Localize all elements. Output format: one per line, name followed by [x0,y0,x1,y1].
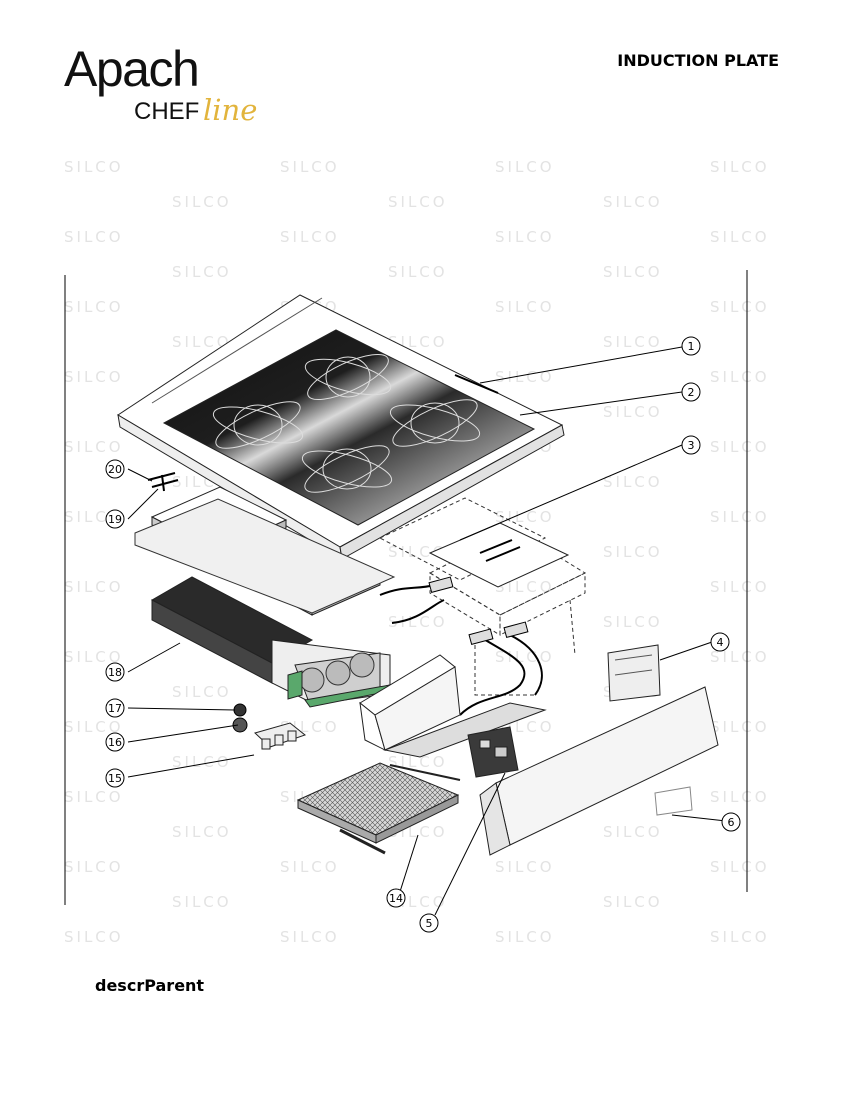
air-filter-part-14 [296,762,461,855]
side-panel-part-4 [607,644,661,702]
callout-number: 19 [108,513,122,526]
knob-part-17 [233,703,247,717]
logo-chef-text: CHEF [134,98,200,125]
callout-number: 15 [108,772,122,785]
callout-14: 14 [386,888,406,908]
page-title: INDUCTION PLATE [617,51,779,70]
callout-16: 16 [105,732,125,752]
callout-number: 20 [108,463,122,476]
callout-circle [105,732,125,752]
callout-circle [681,382,701,402]
logo-apach-text: Apach [64,41,200,97]
terminal-block-part-15 [254,722,307,750]
watermark-text: SILCO [280,228,340,246]
connector-c [503,621,529,639]
callout-circle [681,336,701,356]
callout-19: 19 [105,509,125,529]
connector-a [428,576,454,594]
callout-circle [105,509,125,529]
front-panel-part-6 [479,686,719,856]
knob-part-16 [232,717,248,733]
watermark-text: SILCO [388,193,448,211]
callout-number: 17 [108,702,122,715]
control-board-part-5 [467,726,519,778]
callout-4: 4 [710,632,730,652]
callout-number: 4 [717,636,724,649]
base-housing [150,576,391,708]
watermark-text: SILCO [172,193,232,211]
callout-lines [127,346,727,916]
callout-circle [105,698,125,718]
connector-b [468,628,494,646]
callout-circle [105,662,125,682]
handle-strip [454,374,499,394]
watermark-text: SILCO [603,193,663,211]
callout-circles: 1 2 3 4 5 6 14 15 16 17 18 19 20 [105,336,741,933]
callout-circle [681,435,701,455]
callout-number: 2 [688,386,695,399]
clip-parts-19-20 [147,472,179,492]
callout-circle [710,632,730,652]
callout-number: 5 [426,917,433,930]
watermark-text: SILCO [64,158,124,176]
watermark-text: SILCO [710,158,770,176]
watermark-text: SILCO [495,158,555,176]
glass-plate [162,329,536,526]
ghost-coil-positions [378,497,587,696]
callout-number: 14 [389,892,403,905]
electronics-support [359,654,547,758]
callout-6: 6 [721,812,741,832]
callout-5: 5 [419,913,439,933]
logo-line-text: line [203,93,258,127]
callout-circle [105,459,125,479]
callout-number: 16 [108,736,122,749]
callout-3: 3 [681,435,701,455]
coil-mounting-plate [134,498,396,614]
callout-17: 17 [105,698,125,718]
callout-number: 1 [688,340,695,353]
callout-number: 3 [688,439,695,452]
callout-1: 1 [681,336,701,356]
footer-label: descrParent [95,976,205,995]
callout-circle [419,913,439,933]
callout-circle [721,812,741,832]
callout-15: 15 [105,768,125,788]
watermark-text: SILCO [64,228,124,246]
callout-number: 18 [108,666,122,679]
exploded-diagram: 1 2 3 4 5 6 14 15 16 17 18 19 20 [40,255,810,955]
callout-circle [386,888,406,908]
apach-chef-line-logo: Apach CHEF line [64,44,274,134]
induction-zone-patterns [212,353,481,493]
callout-20: 20 [105,459,125,479]
callout-number: 6 [728,816,735,829]
callout-circle [105,768,125,788]
watermark-text: SILCO [710,228,770,246]
watermark-text: SILCO [280,158,340,176]
watermark-text: SILCO [495,228,555,246]
callout-18: 18 [105,662,125,682]
callout-2: 2 [681,382,701,402]
